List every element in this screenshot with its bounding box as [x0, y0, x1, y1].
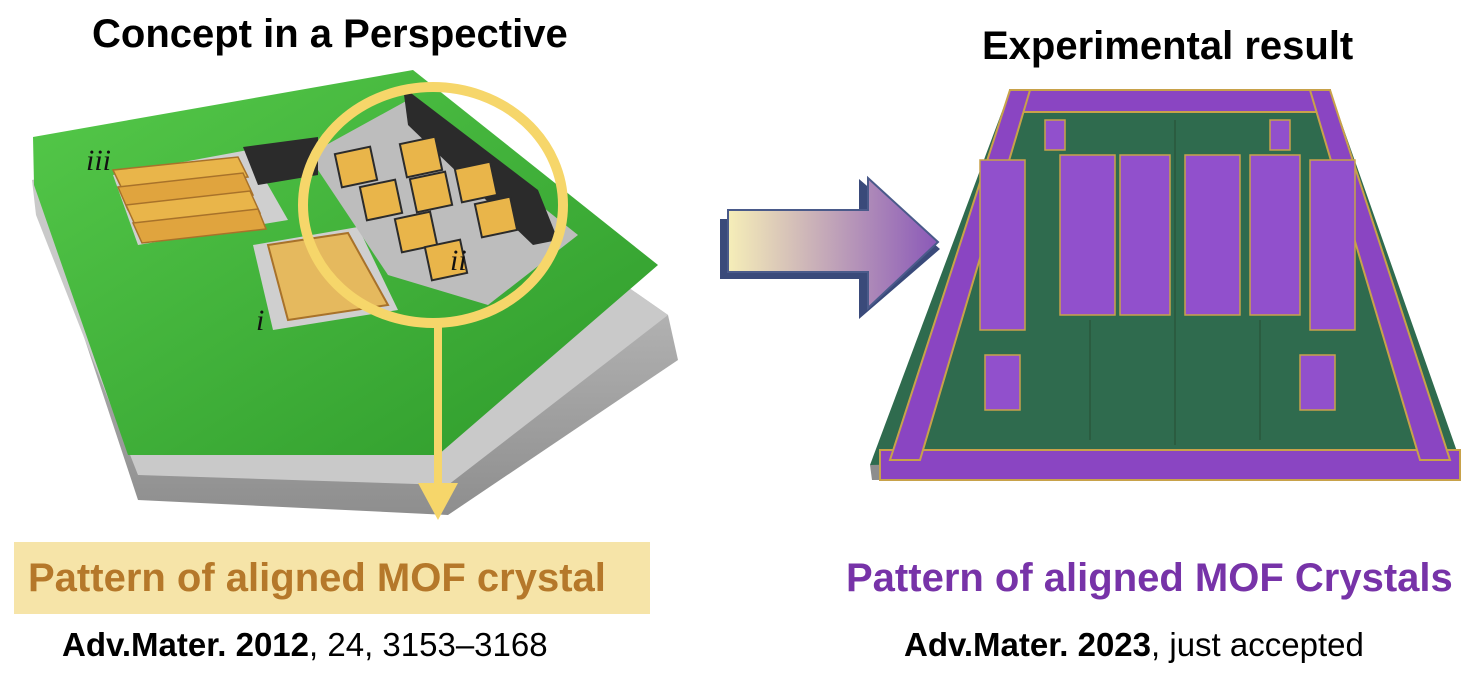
left-caption: Pattern of aligned MOF crystal	[28, 556, 606, 600]
right-citation-details: , just accepted	[1151, 626, 1364, 663]
left-citation-details: , 24, 3153–3168	[309, 626, 548, 663]
label-iii: iii	[86, 144, 111, 177]
crystal-group-iii	[111, 156, 268, 244]
highlight-circle	[298, 82, 568, 328]
crystal-group-ii	[333, 135, 519, 282]
label-i: i	[256, 304, 264, 337]
right-caption: Pattern of aligned MOF Crystals	[846, 556, 1453, 600]
left-caption-highlight	[14, 542, 650, 614]
label-ii: ii	[450, 244, 467, 277]
dark-wall-2	[243, 137, 318, 185]
left-citation: Adv.Mater. 2012, 24, 3153–3168	[62, 626, 548, 664]
mof-inner-blocks	[979, 119, 1356, 411]
left-citation-journal: Adv.Mater. 2012	[62, 626, 310, 663]
right-citation-journal: Adv.Mater. 2023	[904, 626, 1152, 663]
right-panel-title: Experimental result	[982, 24, 1354, 68]
pointer-arrow-head	[418, 483, 458, 520]
concept-illustration: iii i ii	[32, 70, 678, 520]
right-citation: Adv.Mater. 2023, just accepted	[904, 626, 1364, 664]
experimental-illustration	[870, 89, 1461, 481]
green-channels	[1089, 120, 1261, 445]
left-panel-title: Concept in a Perspective	[92, 12, 568, 56]
transition-arrow	[720, 175, 940, 319]
